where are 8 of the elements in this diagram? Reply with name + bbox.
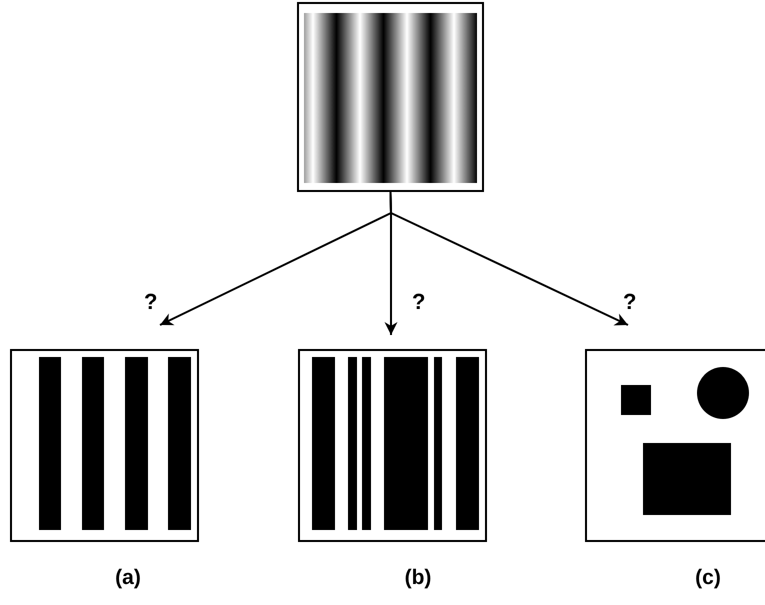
panel-caption: (b) xyxy=(404,566,432,590)
grating-picture xyxy=(297,2,484,192)
arrow xyxy=(390,192,628,326)
pattern-picture xyxy=(298,349,487,542)
panel-caption: (c) xyxy=(695,566,721,590)
panel-caption: (a) xyxy=(115,566,141,590)
pattern-picture xyxy=(585,349,765,542)
pattern-picture xyxy=(10,349,199,542)
